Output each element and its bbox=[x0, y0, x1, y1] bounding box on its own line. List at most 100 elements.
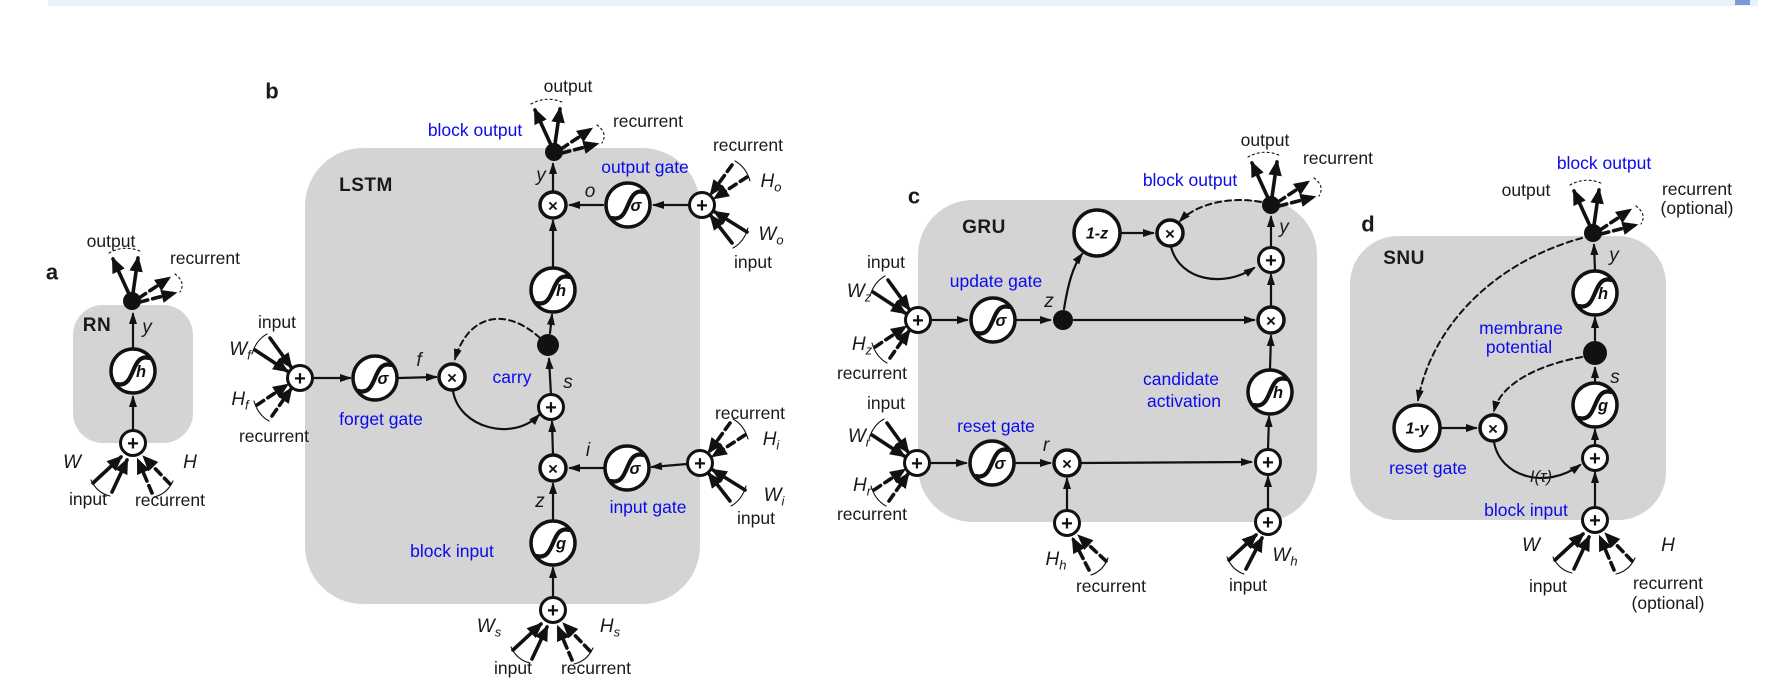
lstm-ho-recurrent-label: recurrent bbox=[712, 134, 784, 155]
gru-update-gate-sigma-unit: σ bbox=[971, 298, 1015, 342]
panel-b-letter: b bbox=[265, 78, 279, 104]
lstm-ws-input-label: input bbox=[494, 657, 532, 678]
lstm-z-label: z bbox=[535, 491, 545, 513]
gru-r-label: r bbox=[1042, 435, 1050, 457]
svg-text:+: + bbox=[696, 195, 708, 217]
snu-reset-gate-label: reset gate bbox=[1389, 457, 1467, 478]
rn-input-sum-op: + bbox=[91, 429, 173, 498]
gru-reset-gate-sigma-unit: σ bbox=[970, 441, 1014, 485]
svg-text:×: × bbox=[1266, 312, 1276, 331]
lstm-wf-input-label: input bbox=[258, 311, 296, 332]
snu-block-input-label: block input bbox=[1484, 499, 1568, 520]
svg-text:×: × bbox=[1488, 420, 1498, 439]
lstm-carry-feedback-arc bbox=[454, 317, 541, 361]
gru-title: GRU bbox=[962, 217, 1006, 239]
lstm-forget-times-op: × bbox=[437, 362, 467, 392]
rn-recurrent-out-label: recurrent bbox=[169, 247, 241, 268]
lstm-wi-input-label: input bbox=[737, 507, 775, 528]
lstm-hs-recurrent-label: recurrent bbox=[560, 657, 632, 678]
snu-itau-label: I(τ) bbox=[1529, 467, 1553, 487]
snu-recurrent-in-label: recurrent bbox=[1632, 572, 1704, 593]
lstm-wo-input-label: input bbox=[734, 251, 772, 272]
svg-text:+: + bbox=[1589, 510, 1601, 532]
gru-output-feedback-arc bbox=[1178, 199, 1262, 223]
rn-activation-unit: h bbox=[111, 349, 155, 393]
lstm-connections bbox=[311, 162, 691, 599]
rn-input-label: input bbox=[69, 488, 107, 509]
snu-one-minus-y-unit: 1-y bbox=[1392, 403, 1442, 453]
lstm-i-label: i bbox=[585, 440, 591, 462]
svg-text:σ: σ bbox=[630, 460, 642, 478]
lstm-hs-label: Hs bbox=[599, 615, 621, 640]
svg-text:g: g bbox=[555, 535, 566, 553]
gru-candidate-label-line2: activation bbox=[1147, 390, 1221, 411]
snu-reset-times-op: × bbox=[1478, 413, 1508, 443]
gru-y-label: y bbox=[1279, 217, 1289, 239]
svg-text:×: × bbox=[548, 197, 558, 216]
panel-c-letter: c bbox=[907, 183, 921, 209]
gru-recurrent-hh-sum-op: + bbox=[1053, 509, 1109, 576]
svg-text:×: × bbox=[1165, 225, 1175, 244]
gru-reset-gate-label: reset gate bbox=[957, 415, 1035, 436]
svg-text:+: + bbox=[1061, 513, 1073, 535]
lstm-f-label: f bbox=[416, 350, 422, 372]
svg-text:σ: σ bbox=[378, 370, 390, 388]
svg-text:σ: σ bbox=[995, 455, 1007, 473]
gru-z-times-op: × bbox=[1256, 305, 1286, 335]
lstm-forget-gate-label: forget gate bbox=[339, 408, 423, 429]
lstm-output-gate-sigma-unit: σ bbox=[606, 183, 650, 227]
lstm-block bbox=[305, 148, 700, 604]
gru-wr-input-label: input bbox=[867, 392, 905, 413]
svg-text:+: + bbox=[1262, 452, 1274, 474]
gru-hh-label: Hh bbox=[1045, 548, 1067, 573]
gru-connections bbox=[927, 199, 1275, 512]
rn-title: RN bbox=[82, 315, 112, 337]
lstm-s-label: s bbox=[563, 372, 573, 394]
gru-hz-label: Hz bbox=[851, 333, 873, 358]
rn-recurrent-in-label: recurrent bbox=[134, 489, 206, 510]
lstm-hi-label: Hi bbox=[762, 428, 780, 453]
lstm-forget-sum-op: + bbox=[252, 334, 314, 421]
svg-text:+: + bbox=[694, 453, 706, 475]
top-edge-notch bbox=[1735, 0, 1750, 5]
lstm-block-output-label: block output bbox=[427, 119, 523, 140]
svg-text:σ: σ bbox=[631, 197, 643, 215]
snu-output-label: output bbox=[1501, 179, 1551, 200]
rn-y-label: y bbox=[142, 317, 152, 339]
gru-block-output-label: block output bbox=[1142, 169, 1238, 190]
snu-membrane-label-line2: potential bbox=[1485, 336, 1553, 357]
gru-oneminusz-return-arc bbox=[1169, 245, 1256, 281]
gru-reset-sum-op: + bbox=[869, 419, 931, 506]
svg-text:1-z: 1-z bbox=[1086, 226, 1108, 243]
gru-output-sum-op: + bbox=[1257, 246, 1285, 274]
svg-text:+: + bbox=[1265, 250, 1277, 272]
lstm-input-gate-sum-op: + bbox=[686, 419, 749, 506]
snu-recurrent-in-optional-label: (optional) bbox=[1631, 592, 1705, 613]
lstm-carry-sum-op: + bbox=[537, 393, 565, 421]
lstm-input-times-op: × bbox=[538, 453, 568, 483]
snu-membrane-potential-dot bbox=[1583, 341, 1607, 365]
snu-state-feedback-arc bbox=[1492, 356, 1583, 413]
rn-weight-h-label: H bbox=[183, 452, 197, 474]
lstm-ws-label: Ws bbox=[476, 615, 502, 640]
lstm-output-gate-label: output gate bbox=[601, 156, 689, 177]
gru-output-label: output bbox=[1240, 129, 1290, 150]
snu-itau-arc bbox=[1492, 440, 1582, 480]
gru-wr-label: Wr bbox=[847, 425, 871, 450]
lstm-hf-recurrent-label: recurrent bbox=[238, 425, 310, 446]
lstm-carry-label: carry bbox=[492, 366, 532, 387]
snu-block-output-fanout bbox=[1570, 180, 1643, 242]
rn-output-label: output bbox=[86, 230, 136, 251]
top-edge-strip bbox=[48, 0, 1758, 6]
lstm-input-gate-label: input gate bbox=[609, 496, 687, 517]
panel-a-letter: a bbox=[45, 259, 59, 285]
snu-title: SNU bbox=[1383, 248, 1425, 270]
lstm-recurrent-out-label: recurrent bbox=[612, 110, 684, 131]
gru-z-branch-dot bbox=[1053, 310, 1073, 330]
rn-weight-w-label: W bbox=[63, 452, 81, 474]
svg-text:+: + bbox=[545, 397, 557, 419]
svg-text:+: + bbox=[127, 433, 139, 455]
lstm-output-gate-sum-op: + bbox=[688, 161, 751, 248]
svg-text:+: + bbox=[547, 600, 559, 622]
gru-candidate-activation-unit: h bbox=[1248, 370, 1292, 414]
